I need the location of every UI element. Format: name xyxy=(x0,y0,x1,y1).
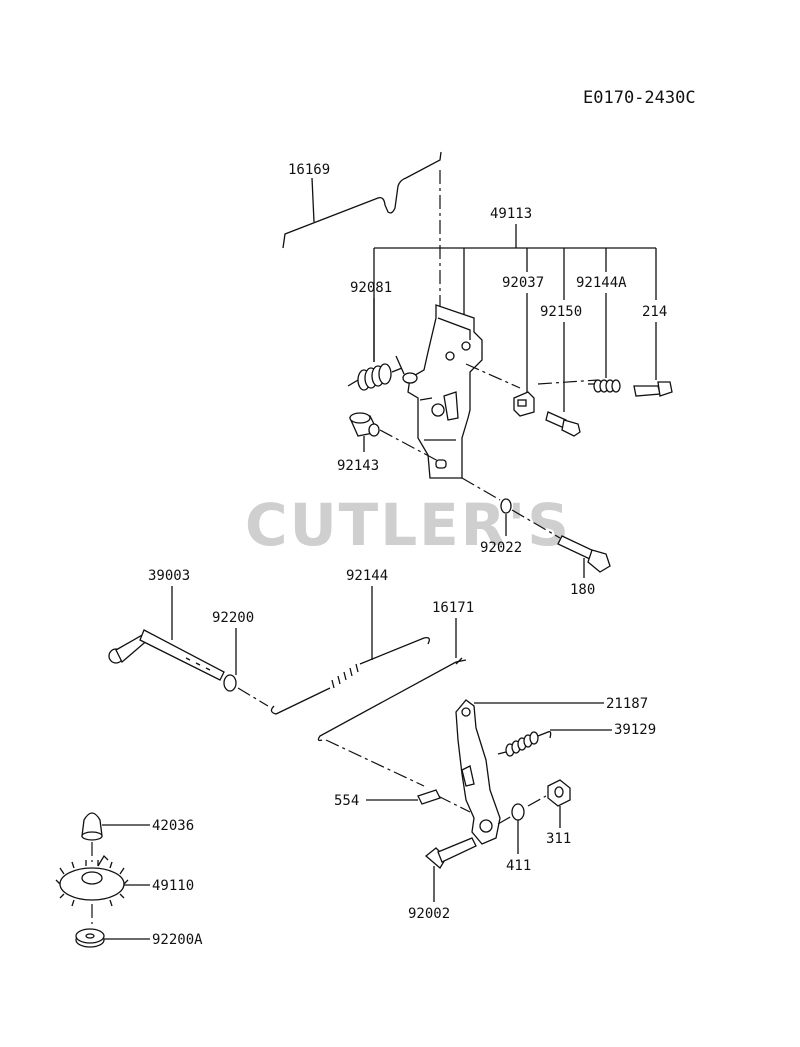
part-180-bolt xyxy=(557,535,611,573)
part-92022-washer xyxy=(500,498,512,514)
label-92200: 92200 xyxy=(212,610,254,626)
label-411: 411 xyxy=(506,858,531,874)
label-214: 214 xyxy=(642,304,667,320)
part-49110-gear xyxy=(55,854,129,907)
part-92081-spring xyxy=(347,355,418,391)
part-92037-clip xyxy=(513,391,535,417)
label-554: 554 xyxy=(334,793,359,809)
leader-49113 xyxy=(373,224,657,362)
label-16169: 16169 xyxy=(288,162,330,178)
part-42036-cap xyxy=(81,812,103,841)
part-16169-plate xyxy=(282,151,442,249)
axis-line-pivot xyxy=(497,795,547,825)
part-39003-shaft xyxy=(108,629,225,681)
label-92150: 92150 xyxy=(540,304,582,320)
axis-line-shaft xyxy=(237,687,269,707)
axis-line-washer xyxy=(511,509,561,539)
label-92022: 92022 xyxy=(480,540,522,556)
part-92144-spring xyxy=(270,636,430,715)
label-92143: 92143 xyxy=(337,458,379,474)
label-92037: 92037 xyxy=(502,275,544,291)
part-92144A-spring xyxy=(588,379,621,393)
label-92200A: 92200A xyxy=(152,932,203,948)
label-92002: 92002 xyxy=(408,906,450,922)
label-49113: 49113 xyxy=(490,206,532,222)
axis-line-rod-lever xyxy=(325,739,471,813)
part-92150-bolt xyxy=(545,411,581,437)
label-39003: 39003 xyxy=(148,568,190,584)
part-92143-collar xyxy=(349,412,380,437)
watermark: CUTLER'S xyxy=(245,491,571,559)
label-21187: 21187 xyxy=(606,696,648,712)
part-16171-rod xyxy=(317,657,467,742)
label-311: 311 xyxy=(546,831,571,847)
label-92081: 92081 xyxy=(350,280,392,296)
axis-line-collar xyxy=(379,429,501,501)
part-21187-lever xyxy=(455,699,501,845)
part-39129-spring xyxy=(497,730,552,757)
part-411-washer xyxy=(511,803,525,821)
axis-line-bracket-right xyxy=(465,363,599,389)
part-311-nut xyxy=(547,779,571,807)
part-92200-washer xyxy=(223,674,237,692)
part-554-link xyxy=(417,789,441,805)
part-92200A-washer xyxy=(75,928,105,948)
label-92144A: 92144A xyxy=(576,275,627,291)
part-214-bolt xyxy=(633,381,673,397)
leader-16169 xyxy=(311,177,315,223)
label-49110: 49110 xyxy=(152,878,194,894)
diagram-code: E0170-2430C xyxy=(583,88,696,108)
part-92002-bolt xyxy=(424,837,477,869)
label-180: 180 xyxy=(570,582,595,598)
label-42036: 42036 xyxy=(152,818,194,834)
label-92144: 92144 xyxy=(346,568,388,584)
label-39129: 39129 xyxy=(614,722,656,738)
label-16171: 16171 xyxy=(432,600,474,616)
part-49113-bracket xyxy=(407,304,483,479)
